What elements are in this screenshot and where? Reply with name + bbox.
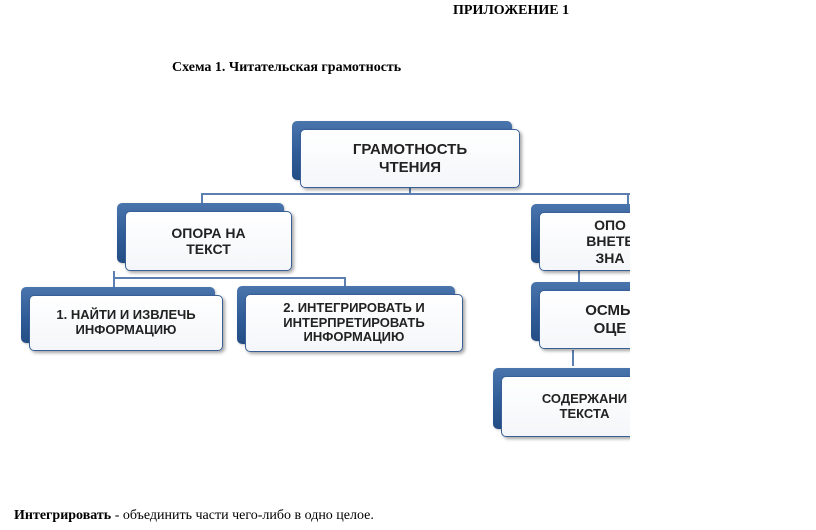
connector-right-branch-down — [627, 193, 629, 206]
node-reflect-evaluate: ОСМЫ ОЦЕ — [531, 282, 630, 349]
connector-left-branch-down — [201, 193, 203, 206]
scheme-caption: Схема 1. Читательская грамотность — [172, 60, 402, 75]
node-find-extract-info: 1. НАЙТИ И ИЗВЛЕЧЬ ИНФОРМАЦИЮ — [21, 287, 223, 351]
node-reading-literacy: ГРАМОТНОСТЬ ЧТЕНИЯ — [292, 121, 520, 188]
node-integrate-interpret-info-label: 2. ИНТЕГРИРОВАТЬ И ИНТЕРПРЕТИРОВАТЬ ИНФО… — [245, 294, 463, 352]
connector-root-down — [409, 186, 411, 194]
node-reflect-evaluate-label: ОСМЫ ОЦЕ — [539, 290, 630, 349]
connector-right-child-down — [578, 270, 580, 284]
connector-left-sub-down — [113, 271, 115, 279]
node-find-extract-info-label: 1. НАЙТИ И ИЗВЛЕЧЬ ИНФОРМАЦИЮ — [29, 295, 223, 351]
connector-child1-down — [113, 277, 115, 290]
reading-literacy-diagram: ГРАМОТНОСТЬ ЧТЕНИЯ ОПОРА НА ТЕКСТ 1. НАЙ… — [0, 110, 630, 450]
node-text-based: ОПОРА НА ТЕКСТ — [117, 203, 292, 271]
connector-top-horizontal — [201, 193, 630, 195]
node-external-knowledge-label: ОПО ВНЕТЕ ЗНА — [539, 212, 630, 271]
node-text-based-label: ОПОРА НА ТЕКСТ — [125, 211, 292, 271]
definition-text: - объединить части чего-либо в одно цело… — [111, 508, 374, 523]
definition-term: Интегрировать — [14, 508, 112, 523]
node-text-content: СОДЕРЖАНИ ТЕКСТА — [493, 368, 630, 437]
definition-paragraph: Интегрировать - объединить части чего-ли… — [14, 508, 374, 524]
connector-right-grandchild-down — [572, 350, 574, 366]
node-reading-literacy-label: ГРАМОТНОСТЬ ЧТЕНИЯ — [300, 129, 520, 188]
connector-left-sub-horizontal — [113, 277, 346, 279]
node-integrate-interpret-info: 2. ИНТЕГРИРОВАТЬ И ИНТЕРПРЕТИРОВАТЬ ИНФО… — [237, 286, 463, 352]
appendix-title: ПРИЛОЖЕНИЕ 1 — [453, 3, 570, 18]
node-text-content-label: СОДЕРЖАНИ ТЕКСТА — [501, 376, 630, 437]
connector-child2-down — [344, 277, 346, 290]
node-external-knowledge: ОПО ВНЕТЕ ЗНА — [531, 204, 630, 271]
